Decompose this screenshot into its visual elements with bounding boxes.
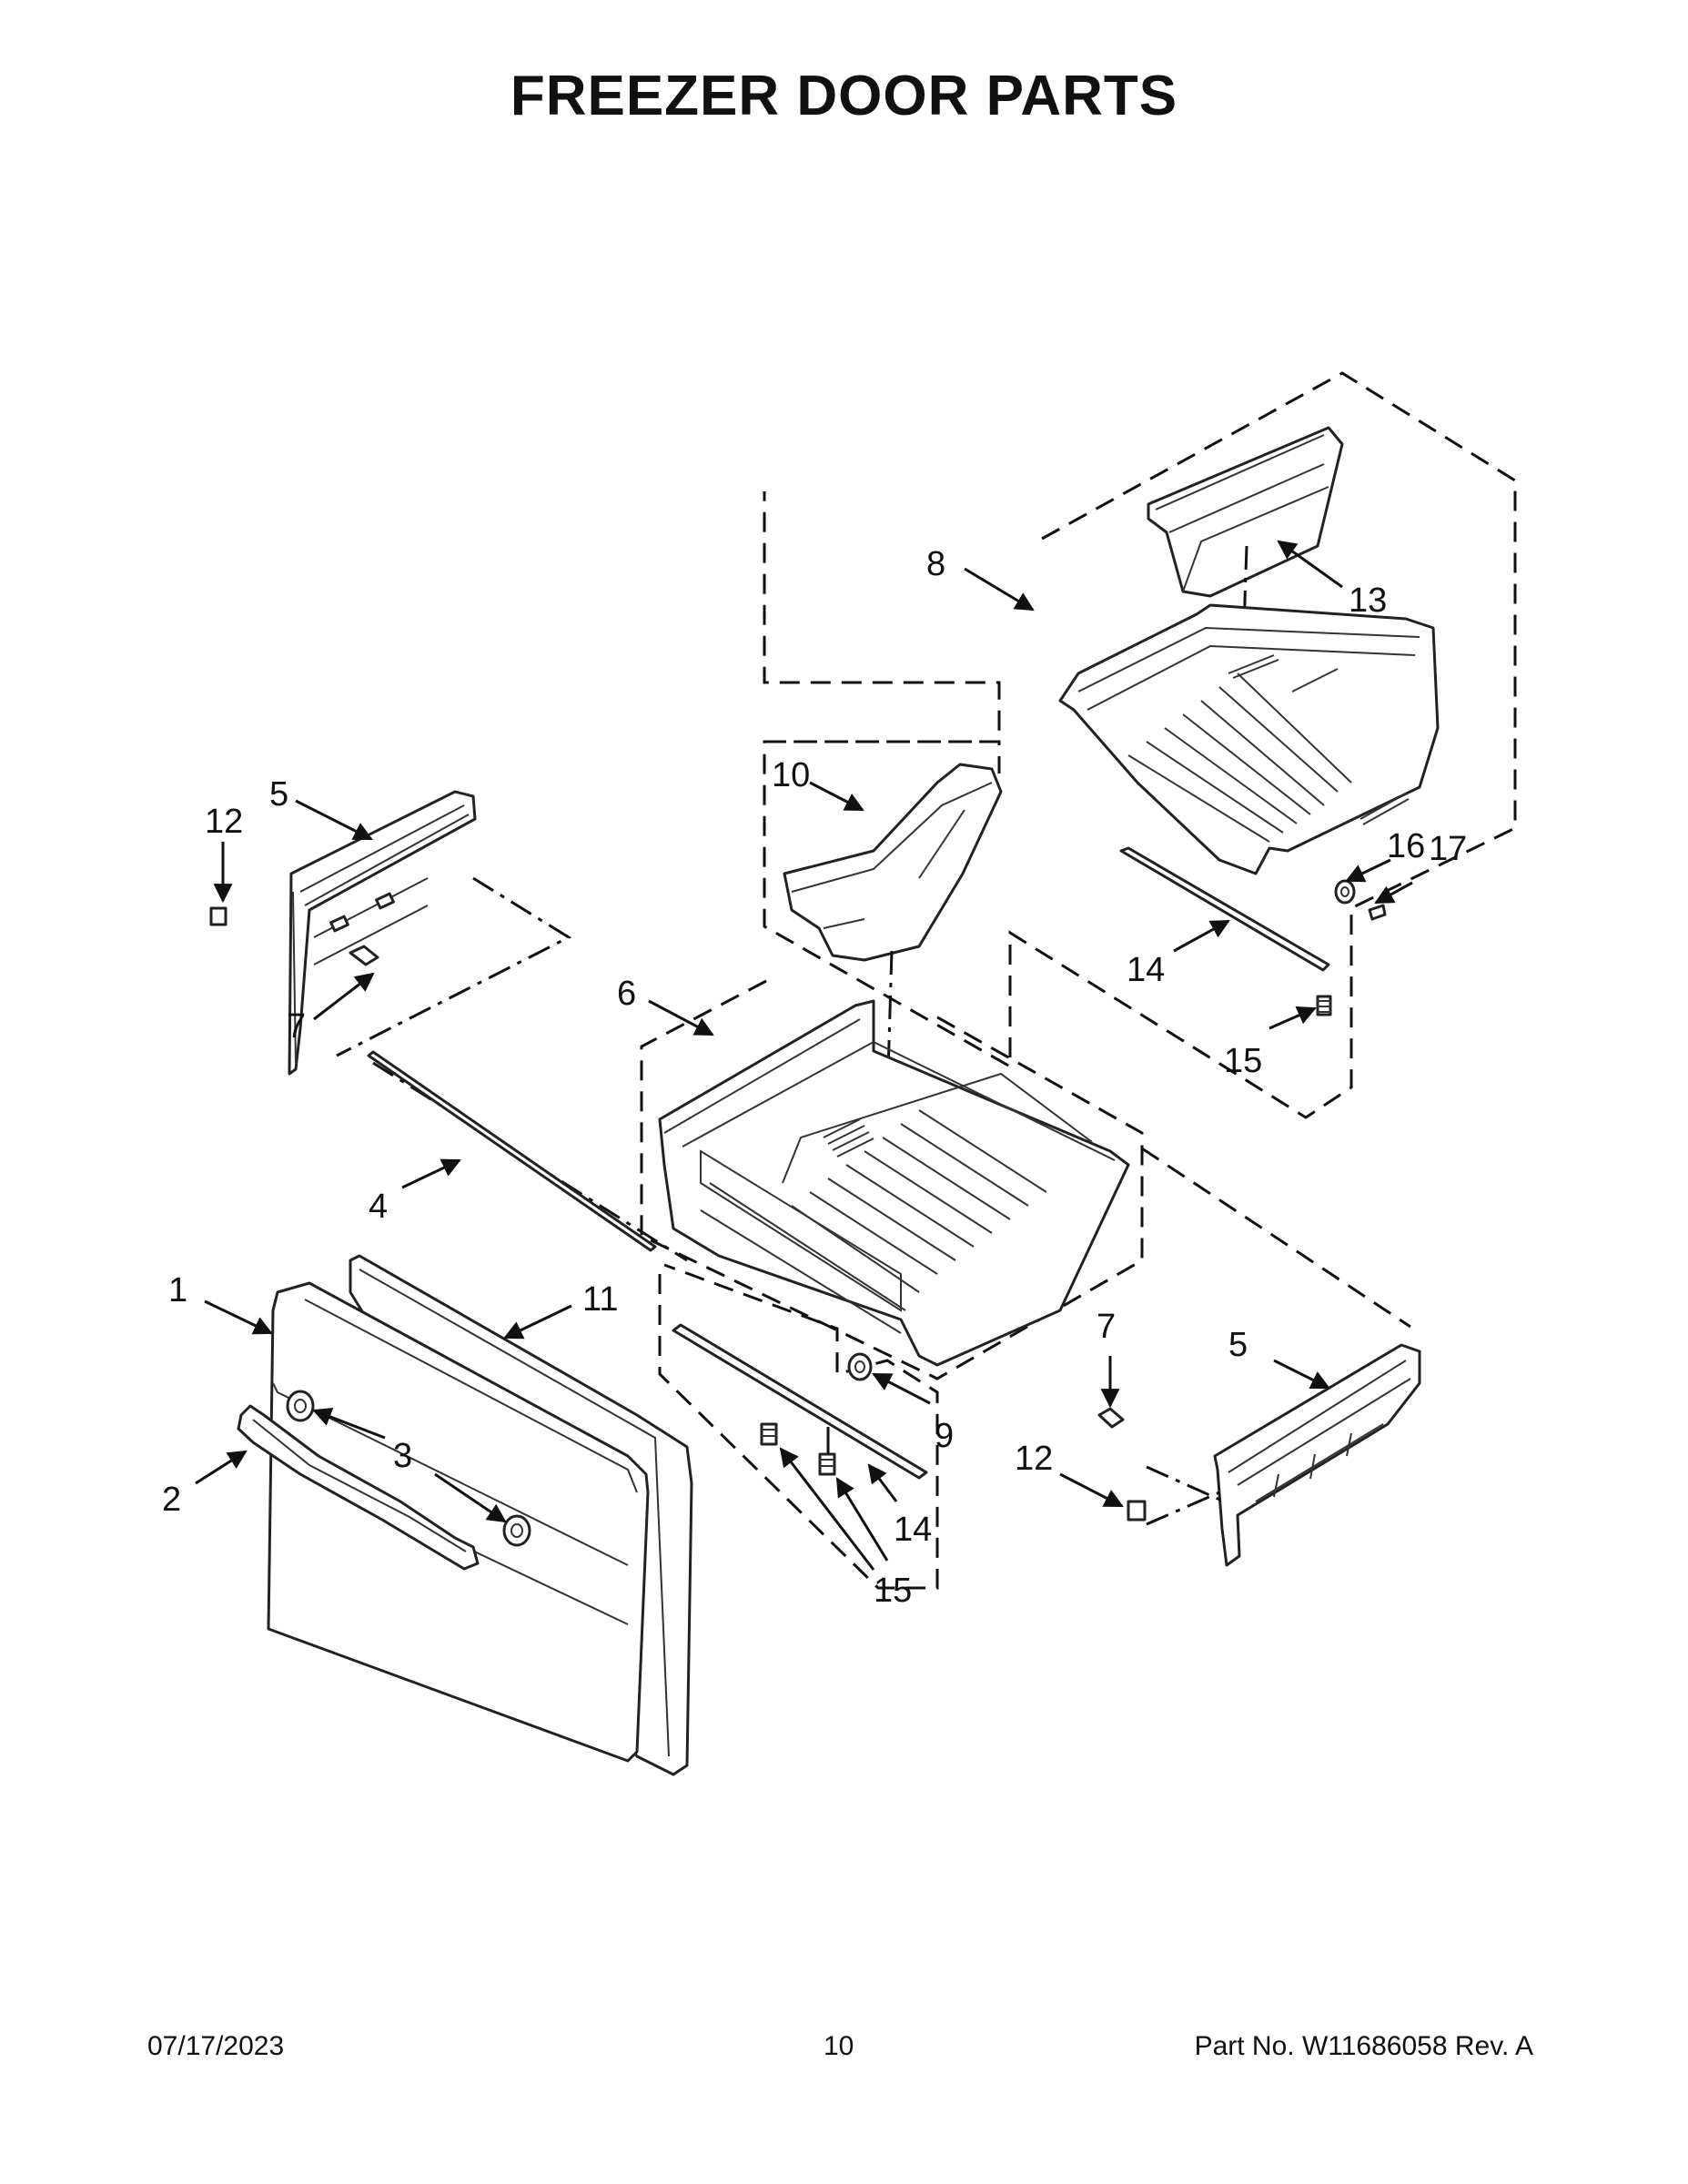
callout-2: 2 [162, 1481, 181, 1519]
callout-14-lower: 14 [894, 1511, 932, 1549]
leader-7-left [313, 972, 375, 1021]
callout-14-upper: 14 [1127, 951, 1165, 989]
callout-12-left: 12 [205, 803, 243, 841]
footer-page-number: 10 [824, 2031, 854, 2061]
right-rail-screw-guide [1146, 1465, 1225, 1503]
leader-6 [648, 999, 714, 1036]
leader-14-upper [1173, 919, 1230, 953]
bin-10-dashed-boundary [766, 740, 1001, 774]
lower-rail [672, 1323, 928, 1480]
leader-5-right [1273, 1359, 1330, 1390]
leader-5-left [295, 799, 373, 841]
callout-15-upper: 15 [1224, 1042, 1262, 1080]
lower-divider-bin [783, 763, 1003, 962]
callout-4: 4 [369, 1188, 388, 1226]
footer-date: 07/17/2023 [147, 2031, 285, 2061]
leader-3-lower [434, 1472, 507, 1523]
leader-17 [1374, 881, 1413, 905]
callout-7-right: 7 [1097, 1308, 1116, 1346]
left-rail-guide [336, 876, 572, 1057]
roller-wheel [1334, 879, 1356, 905]
right-rail-screw [1097, 1407, 1125, 1429]
callout-11: 11 [582, 1280, 618, 1319]
footer-part-number: Part No. W11686058 Rev. A [1194, 2031, 1533, 2061]
leader-15-upper [1269, 1006, 1317, 1030]
callout-5-left: 5 [269, 775, 288, 814]
callout-12-right: 12 [1015, 1440, 1053, 1478]
lower-screw-b [818, 1452, 836, 1476]
left-slide-rail [288, 790, 477, 1076]
callout-8: 8 [926, 545, 945, 583]
left-rail-clip [209, 906, 227, 926]
upper-screw [1316, 995, 1332, 1016]
callout-5-right: 5 [1228, 1326, 1248, 1364]
glide-stop [847, 1352, 873, 1381]
leader-4 [401, 1158, 461, 1189]
right-slide-rail [1213, 1343, 1421, 1567]
leader-2 [195, 1450, 248, 1485]
left-rail-strip [367, 1050, 657, 1252]
roller-screw [1368, 904, 1387, 921]
leader-1 [204, 1299, 273, 1335]
leader-12-right [1059, 1472, 1124, 1508]
left-rail-screw [349, 945, 379, 966]
lower-basket [658, 999, 1130, 1367]
leader-9 [872, 1372, 931, 1405]
leader-15-lower-b [835, 1477, 889, 1562]
handle-stud-upper [286, 1390, 315, 1422]
lower-rail-dashed-boundary [658, 1263, 939, 1590]
leader-10 [809, 781, 864, 812]
page-title: FREEZER DOOR PARTS [510, 65, 1178, 127]
upper-rail [1119, 846, 1330, 972]
leader-15-lower-a [779, 1447, 875, 1571]
leader-8 [964, 567, 1035, 612]
callout-10: 10 [772, 756, 810, 794]
lower-basket-dashed-boundary [640, 979, 1144, 1380]
leader-14-lower [867, 1463, 898, 1502]
door-handle [237, 1404, 480, 1571]
callout-1: 1 [168, 1271, 187, 1309]
callout-9: 9 [935, 1417, 954, 1455]
leader-16 [1345, 858, 1391, 883]
callout-3: 3 [393, 1437, 412, 1475]
upper-basket-dashed-boundary [763, 371, 1517, 1119]
leader-11 [503, 1304, 572, 1340]
door-panel [267, 1281, 650, 1763]
callout-6: 6 [617, 975, 636, 1013]
upper-divider-bin [1147, 426, 1344, 598]
callout-17: 17 [1429, 830, 1467, 868]
callout-7-left: 7 [287, 1007, 306, 1046]
callout-16: 16 [1387, 827, 1425, 865]
upper-basket [1058, 603, 1440, 875]
callout-15-lower: 15 [874, 1572, 912, 1610]
right-rail-clip-guide [1146, 1491, 1220, 1526]
handle-stud-lower [502, 1514, 531, 1547]
callout-13: 13 [1349, 581, 1387, 620]
right-rail-clip [1127, 1500, 1147, 1522]
leader-3-upper [312, 1407, 386, 1440]
leader-13 [1277, 540, 1343, 589]
lower-screw-a [760, 1422, 778, 1446]
right-rail-dashed-guide [1141, 1147, 1411, 1329]
